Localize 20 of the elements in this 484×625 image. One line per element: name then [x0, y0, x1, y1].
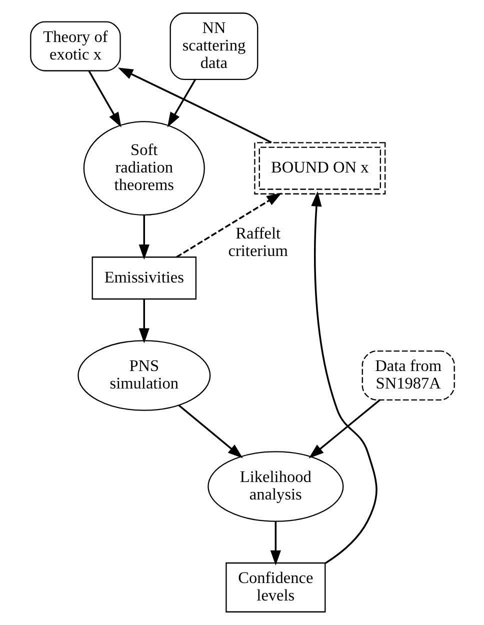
node-box: Confidence levels — [225, 562, 326, 612]
arrow — [270, 522, 280, 566]
arrow — [166, 79, 196, 128]
arrow — [310, 191, 377, 564]
arrow — [178, 404, 242, 458]
node-ellipse: Soft radiation theorems — [82, 121, 204, 216]
arrow — [138, 299, 149, 344]
node-box: Emissivities — [91, 256, 196, 300]
node-ellipse: Likelihood analysis — [207, 451, 344, 522]
node-box: NN scattering data — [169, 12, 258, 80]
node-ellipse: PNS simulation — [77, 340, 210, 411]
arrow — [117, 68, 272, 144]
node-box: BOUND ON x — [254, 142, 386, 194]
node-box: Data from SN1987A — [361, 350, 454, 400]
arrow — [176, 192, 282, 258]
node-box: Theory of exotic x — [30, 21, 120, 72]
edge-label: Raffelt criterium — [228, 223, 288, 260]
arrow — [138, 215, 149, 260]
arrow — [308, 399, 380, 458]
arrow — [88, 70, 121, 128]
